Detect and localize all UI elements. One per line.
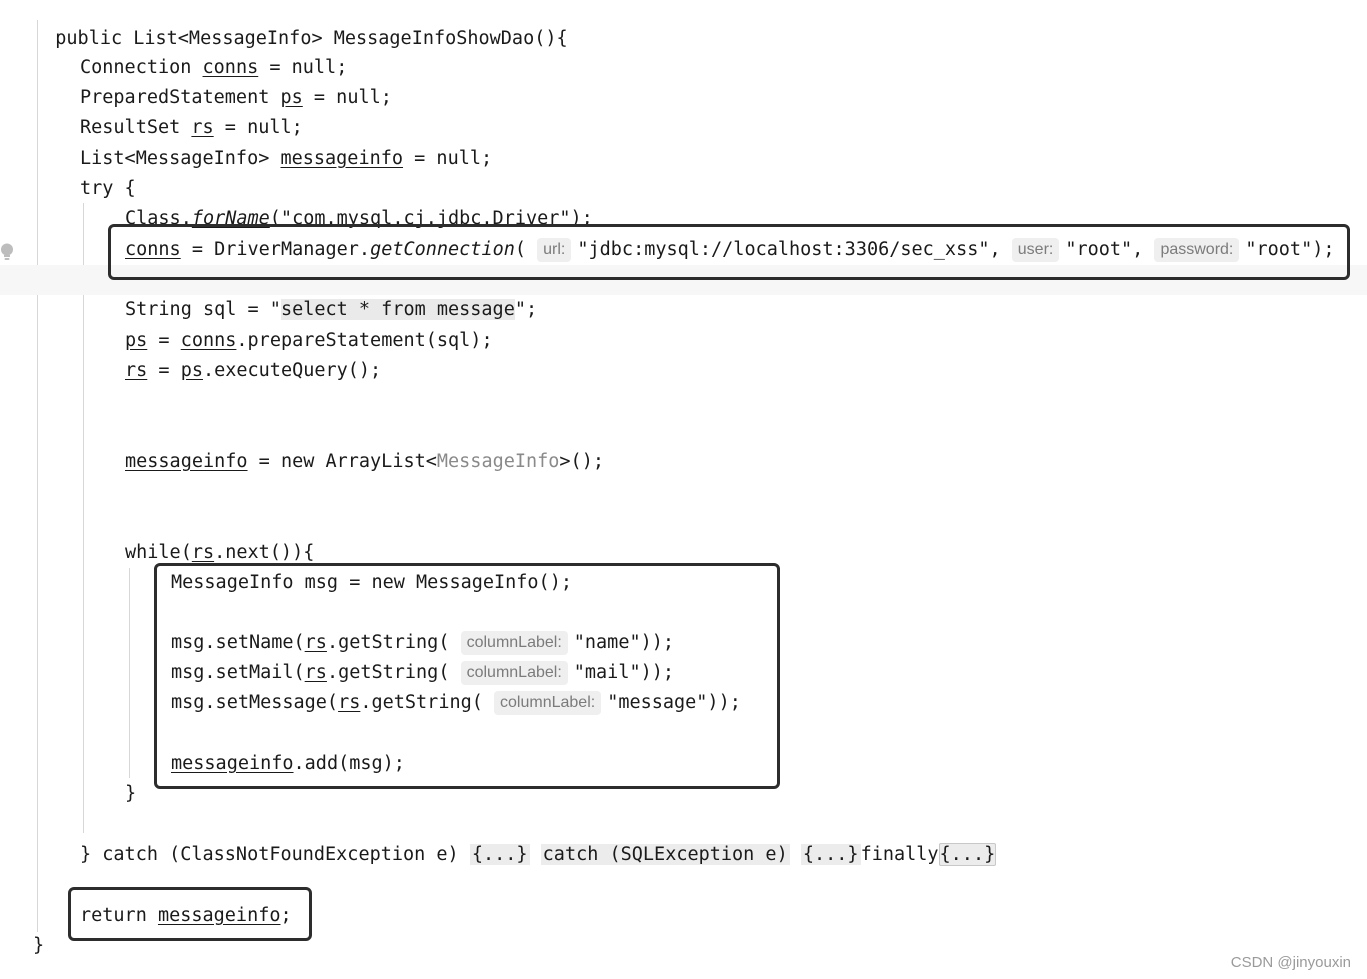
indent-guide-try [83, 203, 84, 833]
param-hint-column-label: columnLabel: [460, 631, 568, 655]
param-hint-password: password: [1154, 238, 1240, 262]
code-line-sql: String sql = "select * from message"; [125, 299, 538, 320]
code-line-get-connection: conns = DriverManager.getConnection( url… [125, 238, 1335, 262]
code-line-rs-decl: ResultSet rs = null; [80, 117, 303, 138]
code-line-return: return messageinfo; [80, 905, 292, 926]
code-line-signature: public List<MessageInfo> MessageInfoShow… [55, 28, 568, 49]
code-line-prepare: ps = conns.prepareStatement(sql); [125, 330, 493, 351]
code-line-set-mail: msg.setMail(rs.getString( columnLabel:"m… [171, 661, 675, 685]
folded-block-finally[interactable]: {...} [938, 843, 997, 866]
code-line-forname-clip: Class.forName("com.mysql.cj.jdbc.Driver"… [0, 204, 700, 230]
code-line-while-close: } [125, 783, 137, 804]
param-hint-user: user: [1011, 238, 1060, 262]
param-hint-column-label: columnLabel: [460, 661, 568, 685]
code-line-execute: rs = ps.executeQuery(); [125, 360, 382, 381]
code-line-new-list: messageinfo = new ArrayList<MessageInfo>… [125, 451, 604, 472]
folded-block-catch[interactable]: {...} [469, 844, 530, 865]
code-line-method-close: } [33, 935, 45, 956]
watermark: CSDN @jinyouxin [1230, 954, 1351, 971]
highlight-box-return [68, 887, 312, 941]
lightbulb-icon[interactable] [0, 243, 14, 261]
param-hint-column-label: columnLabel: [494, 691, 602, 715]
highlight-box-while-body [154, 563, 780, 789]
catch-sql-clause: catch (SQLException e) [540, 844, 790, 865]
code-line-list-decl: List<MessageInfo> messageinfo = null; [80, 148, 493, 169]
sql-injected-language: select * from message [280, 299, 515, 320]
indent-guide-while [129, 568, 130, 778]
code-line-class-forname: Class.forName("com.mysql.cj.jdbc.Driver"… [125, 208, 593, 229]
indent-guide-method [37, 20, 38, 932]
code-line-set-message: msg.setMessage(rs.getString( columnLabel… [171, 691, 741, 715]
code-line-set-name: msg.setName(rs.getString( columnLabel:"n… [171, 631, 675, 655]
folded-block-catch-sql[interactable]: {...} [800, 844, 861, 865]
highlight-box-get-connection [108, 224, 1350, 280]
code-line-while: while(rs.next()){ [125, 542, 315, 563]
code-line-add: messageinfo.add(msg); [171, 753, 405, 774]
code-line-catch: } catch (ClassNotFoundException e) {...}… [80, 843, 997, 866]
code-line-try: try { [80, 178, 136, 199]
code-line-ps-decl: PreparedStatement ps = null; [80, 87, 392, 108]
param-hint-url: url: [537, 238, 572, 262]
caret-line-highlight [0, 265, 1367, 295]
code-line-connection-decl: Connection conns = null; [80, 57, 348, 78]
code-line-new-msg: MessageInfo msg = new MessageInfo(); [171, 572, 572, 593]
